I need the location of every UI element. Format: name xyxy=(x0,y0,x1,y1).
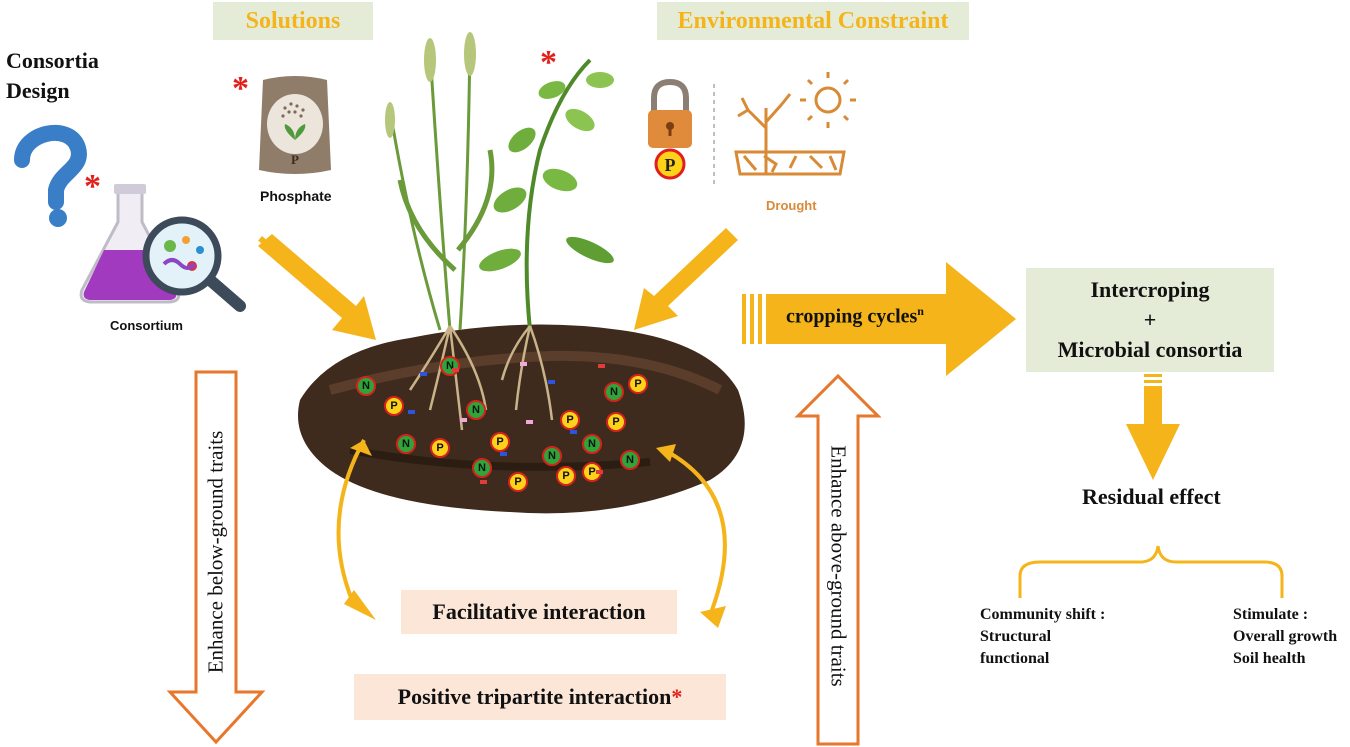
legume-plant xyxy=(479,58,614,331)
consortium-illustration xyxy=(14,125,246,312)
residual-effect-label: Residual effect xyxy=(1082,484,1221,509)
phosphate-bag-icon: P xyxy=(259,76,331,174)
magnifier-icon xyxy=(142,216,246,312)
cropping-cycles-text: cropping cyclesn xyxy=(786,304,924,329)
phosphate-bag-letter: P xyxy=(291,152,299,167)
plant-star: * xyxy=(540,44,557,81)
lock-phosphate-letter: P xyxy=(665,155,676,175)
soil-particle xyxy=(480,480,487,484)
above-ground-arrow xyxy=(794,373,882,746)
phosphate-label: Phosphate xyxy=(260,188,332,204)
lock-phosphate-badge xyxy=(654,148,686,180)
residual-bracket xyxy=(1018,545,1284,598)
nitrogen-badge: N xyxy=(472,458,492,478)
residual-arrow xyxy=(1126,374,1180,480)
lock-icon xyxy=(648,78,692,148)
facilitative-interaction-box: Facilitative interaction xyxy=(401,590,677,634)
positive-tripartite-label: Positive tripartite interaction xyxy=(397,684,672,709)
cropping-cycles-superscript: n xyxy=(917,304,924,318)
phosphorus-badge: P xyxy=(384,396,404,416)
nitrogen-badge: N xyxy=(466,400,486,420)
nitrogen-badge: N xyxy=(542,446,562,466)
soil-particle xyxy=(596,470,603,474)
nitrogen-badge: N xyxy=(604,382,624,402)
phosphorus-badge: P xyxy=(490,432,510,452)
stimulate-text: Stimulate : Overall growth Soil health xyxy=(1233,604,1337,670)
community-shift-text: Community shift : Structural functional xyxy=(980,604,1105,670)
cropping-cycles-label: cropping cycles xyxy=(786,305,918,328)
soil-particle xyxy=(598,364,605,368)
community-line3: functional xyxy=(980,650,1050,667)
soil-particle xyxy=(408,410,415,414)
solutions-arrow xyxy=(258,234,376,340)
phosphorus-badge: P xyxy=(606,412,626,432)
soil-particle xyxy=(526,420,533,424)
community-line1: Community shift : xyxy=(980,606,1106,623)
above-ground-label: Enhance above-ground traits xyxy=(826,445,851,687)
stimulate-line1: Stimulate : xyxy=(1233,606,1309,623)
nitrogen-badge: N xyxy=(396,434,416,454)
nitrogen-badge: N xyxy=(582,434,602,454)
intercropping-box: Intercroping + Microbial consortia xyxy=(1026,268,1274,372)
below-ground-label: Enhance below-ground traits xyxy=(203,430,228,674)
positive-tripartite-star: * xyxy=(671,684,683,709)
constraint-icons: P xyxy=(648,72,856,184)
soil-particle xyxy=(570,430,577,434)
phosphorus-badge: P xyxy=(556,466,576,486)
cropping-cycles-arrow xyxy=(742,262,1016,376)
drought-label: Drought xyxy=(766,198,817,213)
consortium-label: Consortium xyxy=(110,318,183,333)
soil-particle xyxy=(460,418,467,422)
environmental-constraint-label: Environmental Constraint xyxy=(657,2,969,40)
consortia-star: * xyxy=(84,168,101,205)
nitrogen-badge: N xyxy=(620,450,640,470)
soil-particle xyxy=(548,380,555,384)
wheat-plant xyxy=(388,39,495,331)
left-curve-arrow xyxy=(336,439,366,601)
intercropping-line1: Intercroping xyxy=(1090,277,1210,302)
phosphorus-badge: P xyxy=(560,410,580,430)
consortia-design-title: Consortia Design xyxy=(6,46,99,106)
consortia-title-line1: Consortia xyxy=(6,48,99,73)
phosphorus-badge: P xyxy=(628,374,648,394)
right-curve-arrow xyxy=(667,450,727,611)
drought-icon xyxy=(734,72,856,176)
soil-particle xyxy=(520,362,527,366)
stimulate-line3: Soil health xyxy=(1233,650,1306,667)
soil-particle xyxy=(452,368,459,372)
positive-tripartite-box: Positive tripartite interaction* xyxy=(354,674,726,720)
consortia-title-line2: Design xyxy=(6,78,70,103)
constraint-arrow xyxy=(634,228,738,330)
nitrogen-badge: N xyxy=(356,376,376,396)
question-mark-icon xyxy=(14,125,87,227)
below-ground-arrow xyxy=(166,370,266,745)
soil-particle xyxy=(420,372,427,376)
solutions-label: Solutions xyxy=(213,2,373,40)
phosphorus-badge: P xyxy=(508,472,528,492)
phosphate-star: * xyxy=(232,70,249,107)
community-line2: Structural xyxy=(980,628,1052,645)
soil-particle xyxy=(500,452,507,456)
stimulate-line2: Overall growth xyxy=(1233,628,1338,645)
intercropping-line3: Microbial consortia xyxy=(1057,337,1243,362)
intercropping-plus: + xyxy=(1143,307,1157,332)
phosphorus-badge: P xyxy=(430,438,450,458)
